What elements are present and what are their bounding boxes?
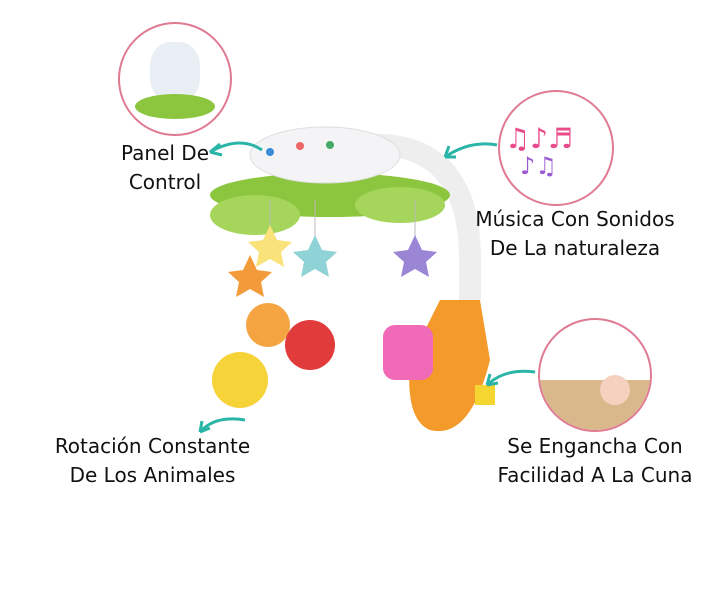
control-panel-thumbnail xyxy=(118,22,232,136)
dog xyxy=(212,352,268,408)
label-line: Facilidad A La Cuna xyxy=(497,463,693,487)
label-line: De Los Animales xyxy=(69,463,236,487)
music-notes-thumbnail: ♫♪♬ ♪♫ xyxy=(498,90,614,206)
label-crib: Se Engancha Con Facilidad A La Cuna xyxy=(495,432,695,490)
label-line: Se Engancha Con xyxy=(507,434,683,458)
control-panel xyxy=(249,126,401,184)
clamp-knob xyxy=(475,385,495,405)
crib-thumbnail xyxy=(538,318,652,432)
arrows xyxy=(198,141,536,434)
label-line: Control xyxy=(128,170,202,194)
label-line: Música Con Sonidos xyxy=(475,207,675,231)
bunny xyxy=(246,303,290,347)
label-line: Rotación Constante xyxy=(54,434,251,458)
label-line: Panel De xyxy=(120,141,210,165)
cat xyxy=(383,325,433,380)
label-line: De La naturaleza xyxy=(489,236,661,260)
bird xyxy=(285,320,335,370)
label-music: Música Con Sonidos De La naturaleza xyxy=(470,205,680,263)
label-control-panel: Panel De Control xyxy=(110,139,220,197)
label-rotation: Rotación Constante De Los Animales xyxy=(50,432,255,490)
